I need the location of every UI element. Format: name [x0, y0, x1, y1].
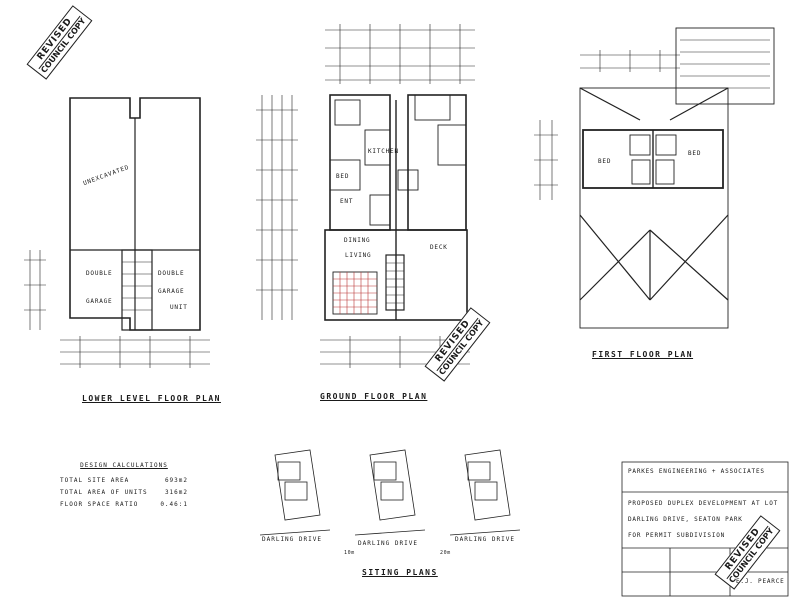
- calc-row: TOTAL AREA OF UNITS 316m2: [60, 489, 188, 496]
- title-subtitle: FOR PERMIT SUBDIVISION: [628, 532, 726, 539]
- calc-value: 0.46:1: [160, 501, 188, 508]
- lower-level-caption: LOWER LEVEL FLOOR PLAN: [82, 394, 221, 403]
- room-label-double-b: DOUBLE: [158, 270, 185, 277]
- design-calculations: DESIGN CALCULATIONS TOTAL SITE AREA 693m…: [60, 462, 188, 513]
- ground-floor-caption: GROUND FLOOR PLAN: [320, 392, 428, 401]
- street-label: DARLING DRIVE: [455, 536, 515, 543]
- title-office: PARKES ENGINEERING + ASSOCIATES: [628, 468, 765, 475]
- room-label-ent: ENT: [340, 198, 354, 205]
- calc-label: TOTAL AREA OF UNITS: [60, 489, 148, 496]
- calc-label: TOTAL SITE AREA: [60, 477, 130, 484]
- room-label-deck: DECK: [430, 244, 448, 251]
- title-project: PROPOSED DUPLEX DEVELOPMENT AT LOT: [628, 500, 779, 507]
- room-label-living: LIVING: [345, 252, 372, 259]
- first-floor-plan: [534, 27, 775, 329]
- title-address: DARLING DRIVE, SEATON PARK: [628, 516, 743, 523]
- title-designer: E.J. PEARCE: [736, 578, 785, 585]
- calc-row: TOTAL SITE AREA 693m2: [60, 477, 188, 484]
- siting-plans: [259, 449, 521, 536]
- calc-value: 693m2: [164, 477, 188, 484]
- room-label-unit: UNIT: [170, 304, 188, 311]
- siting-note: 20m: [440, 550, 451, 556]
- room-label-bed: BED: [336, 173, 350, 180]
- room-label-dining: DINING: [344, 237, 371, 244]
- room-label-garage-a: GARAGE: [86, 298, 113, 305]
- calc-value: 316m2: [164, 489, 188, 496]
- room-label-double-a: DOUBLE: [86, 270, 113, 277]
- calc-row: FLOOR SPACE RATIO 0.46:1: [60, 501, 188, 508]
- street-label: DARLING DRIVE: [358, 540, 418, 547]
- street-label: DARLING DRIVE: [262, 536, 322, 543]
- lower-level-plan: [24, 97, 210, 368]
- ground-floor-plan: [256, 24, 475, 368]
- siting-note: 10m: [344, 550, 355, 556]
- design-calculations-heading: DESIGN CALCULATIONS: [80, 462, 168, 469]
- room-label-kitchen: KITCHEN: [368, 148, 399, 155]
- siting-plans-caption: SITING PLANS: [362, 568, 438, 577]
- room-label-bed-1: BED: [598, 158, 612, 165]
- room-label-bed-2: BED: [688, 150, 702, 157]
- calc-label: FLOOR SPACE RATIO: [60, 501, 139, 508]
- room-label-garage-b: GARAGE: [158, 288, 185, 295]
- first-floor-caption: FIRST FLOOR PLAN: [592, 350, 694, 359]
